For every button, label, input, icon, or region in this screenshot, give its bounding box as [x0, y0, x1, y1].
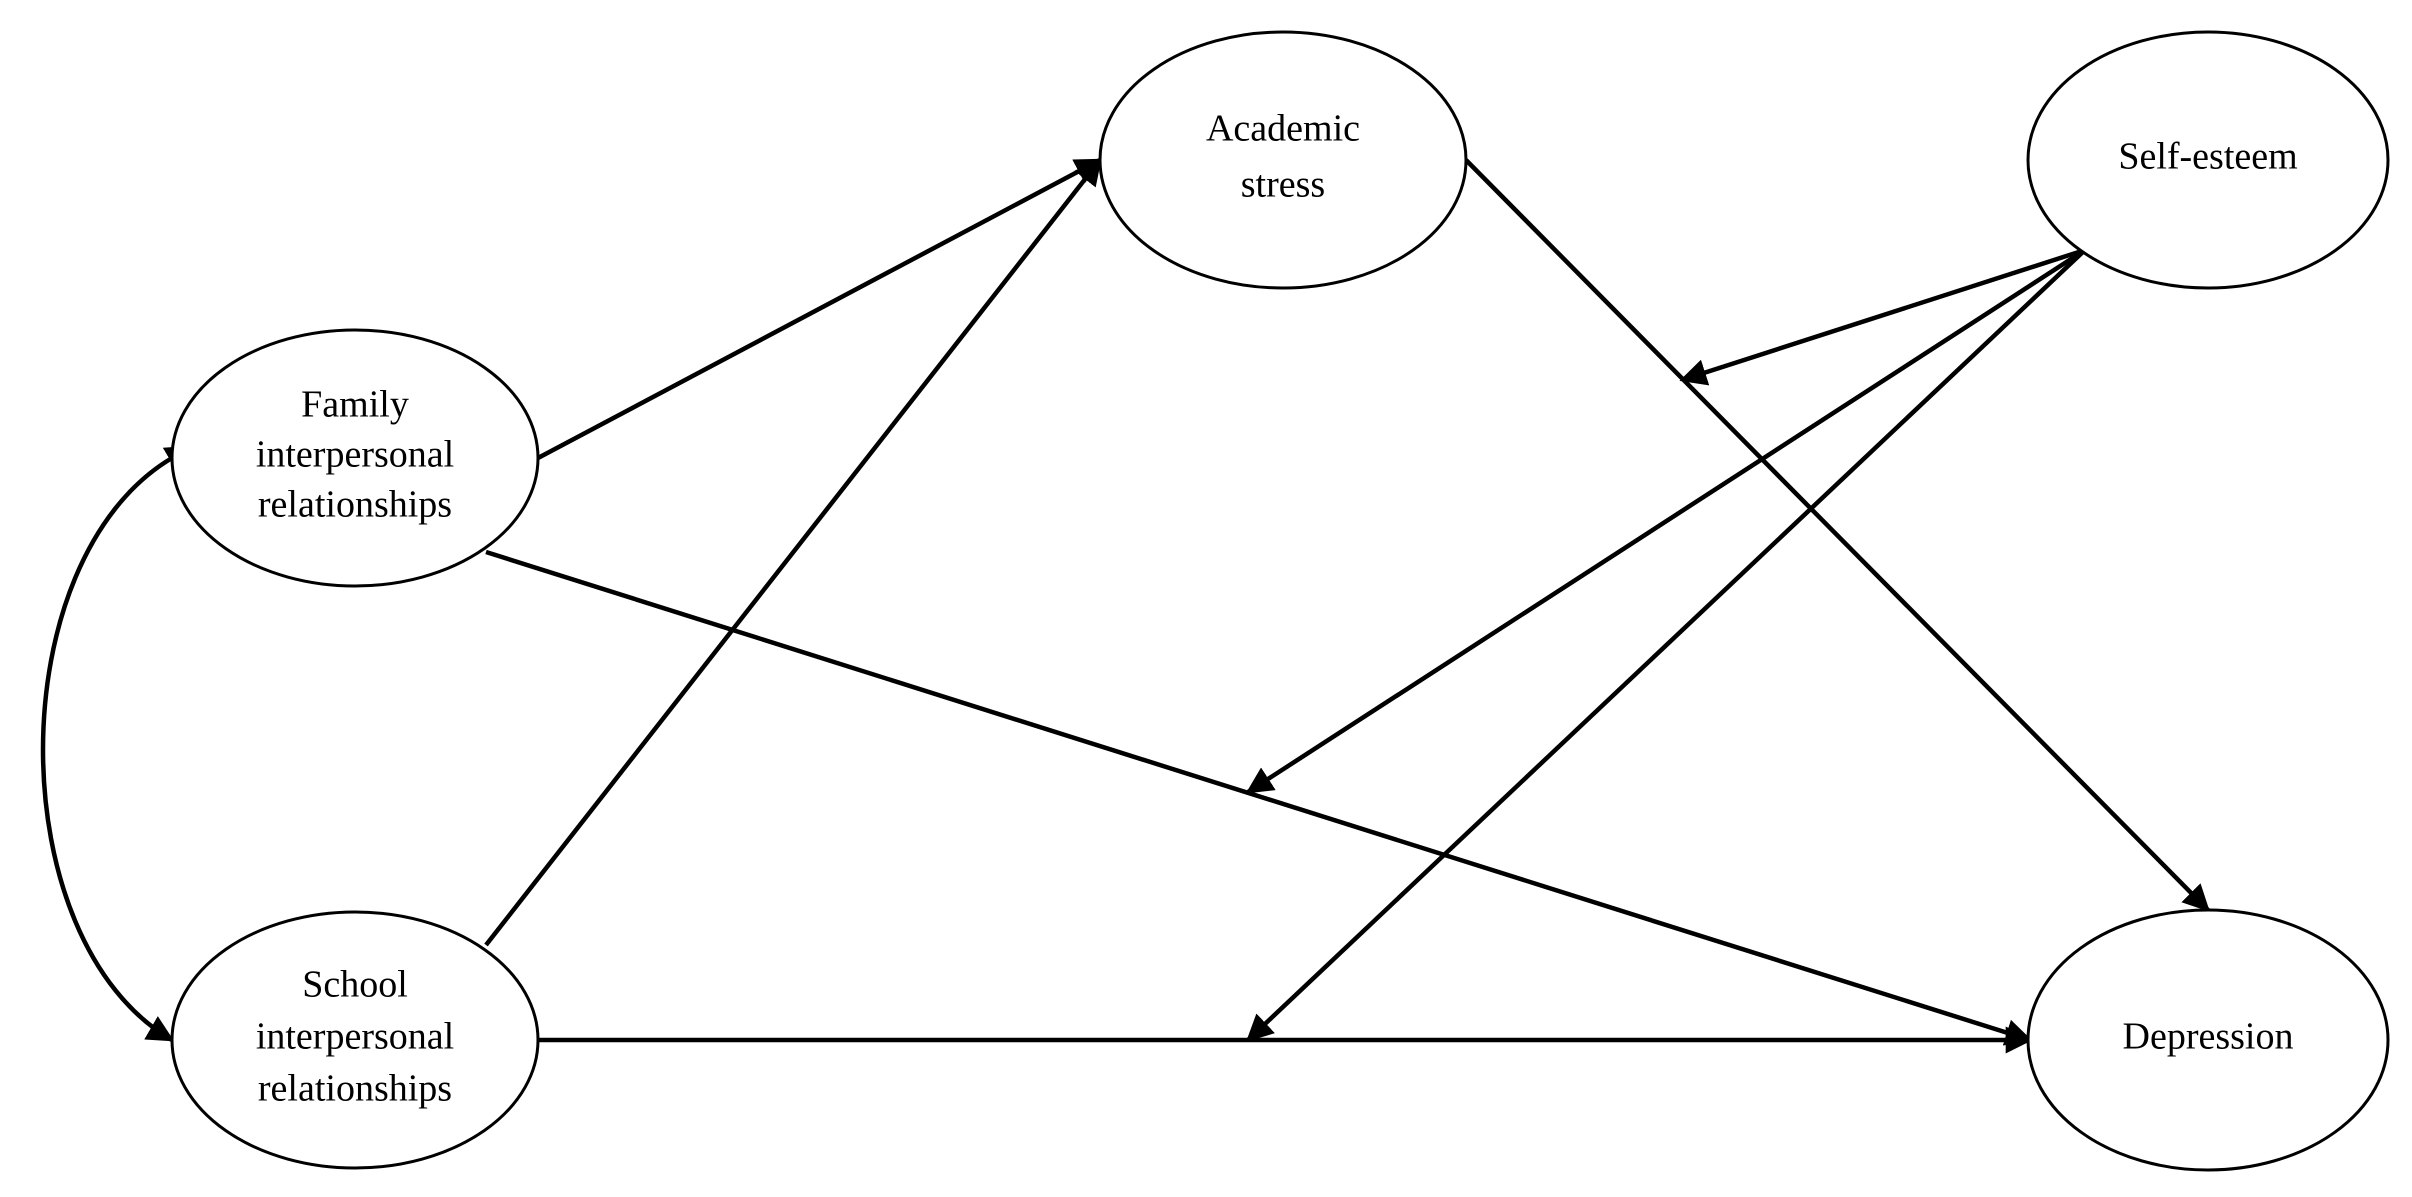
edge-self-esteem-to-school-depression-path	[1246, 248, 2087, 1042]
node-family-label-line-3: relationships	[258, 484, 452, 526]
edge-family-school-correlation	[40, 445, 193, 1042]
node-self-esteem-label: Self-esteem	[2118, 136, 2297, 178]
node-academic-stress-label-line-2: stress	[1241, 164, 1325, 206]
edge-academic-stress-to-depression	[1464, 158, 2210, 912]
edge-school-to-academic-stress	[484, 157, 1102, 947]
node-school-label-line-1: School	[302, 964, 408, 1006]
node-school-label-line-2: interpersonal	[256, 1016, 454, 1058]
edge-self-esteem-to-family-depression-path	[1245, 248, 2087, 794]
edge-family-to-depression	[485, 549, 2033, 1046]
edge-family-to-academic-stress	[536, 158, 1103, 460]
edges	[40, 157, 2210, 1054]
edge-self-esteem-to-academic-depression-path	[1679, 247, 2086, 386]
node-school-ellipse	[170, 910, 540, 1170]
node-depression: Depression	[2026, 908, 2390, 1172]
node-academic-stress-label-line-1: Academic	[1206, 108, 1360, 150]
node-self-esteem-ellipse	[2026, 30, 2390, 290]
node-school-label-line-3: relationships	[258, 1068, 452, 1110]
node-academic-stress: Academic stress	[1098, 30, 1468, 290]
node-family-interpersonal-relationships: Family interpersonal relationships	[170, 328, 540, 588]
node-school-interpersonal-relationships: School interpersonal relationships	[170, 910, 540, 1170]
node-family-label-line-2: interpersonal	[256, 434, 454, 476]
node-family-ellipse	[170, 328, 540, 588]
node-family-label-line-1: Family	[301, 384, 409, 426]
node-academic-stress-ellipse	[1098, 30, 1468, 290]
node-depression-label: Depression	[2123, 1016, 2294, 1058]
node-self-esteem: Self-esteem	[2026, 30, 2390, 290]
node-depression-ellipse	[2026, 908, 2390, 1172]
